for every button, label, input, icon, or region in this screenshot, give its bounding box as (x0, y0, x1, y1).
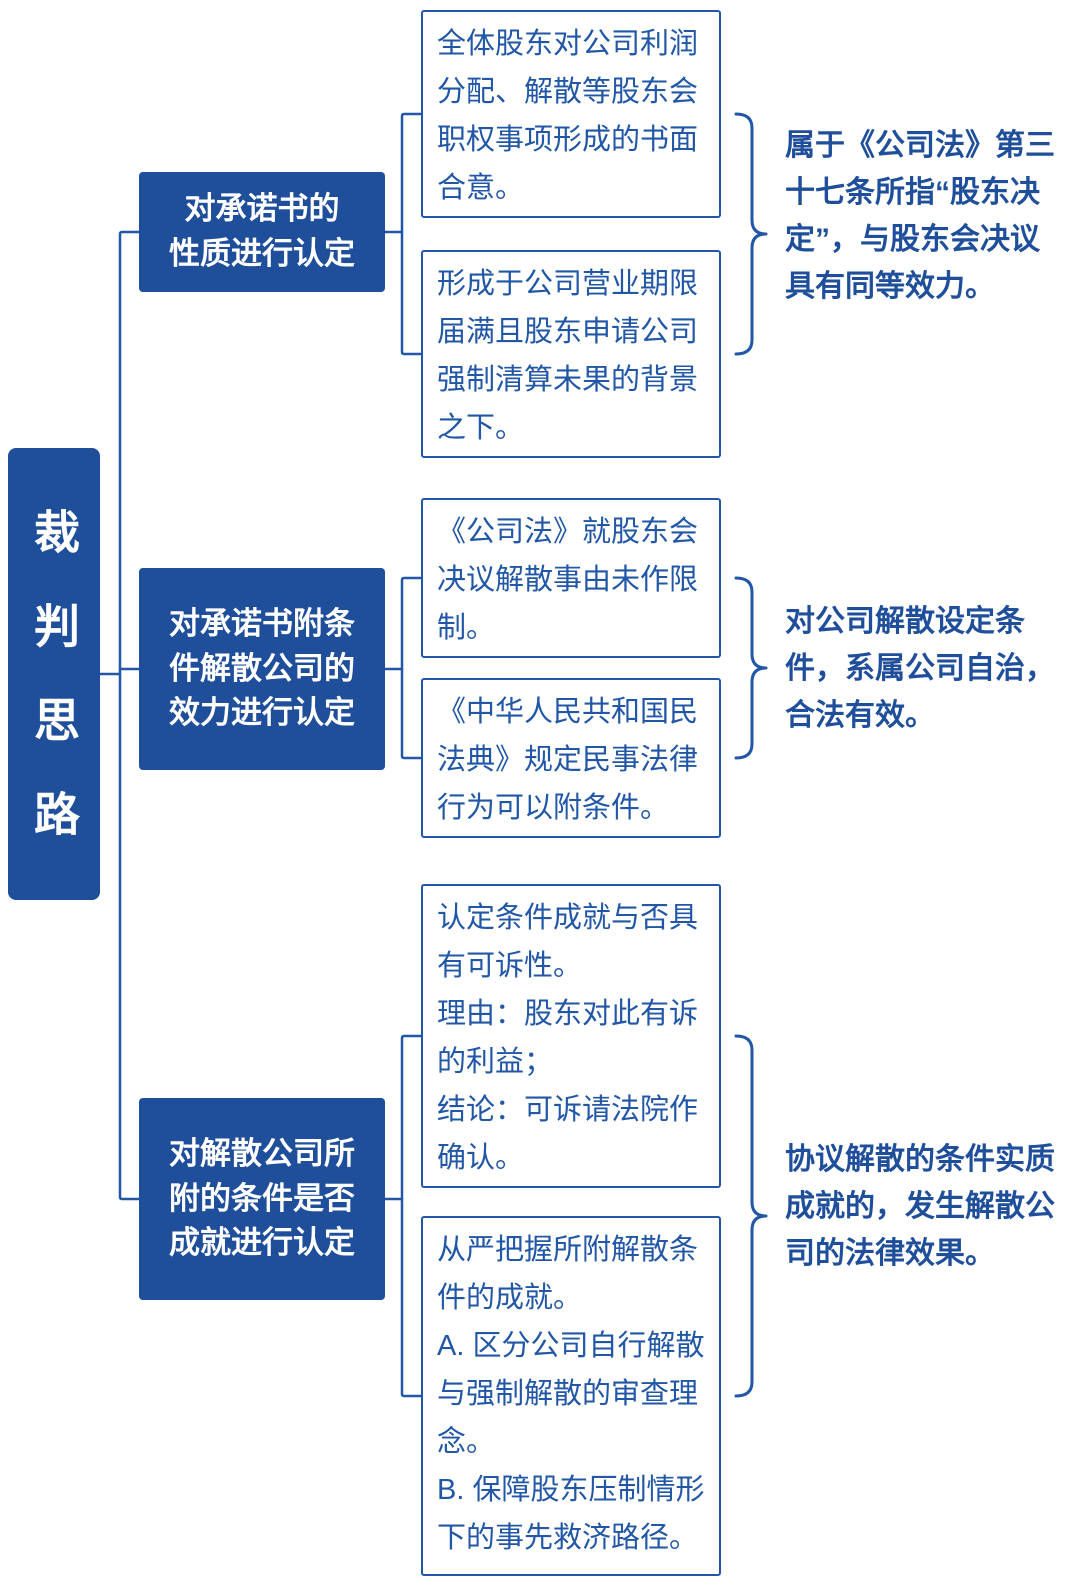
branch-3-fan (400, 1034, 423, 1398)
branch-node-2: 对承诺书附条 件解散公司的 效力进行认定 (139, 568, 385, 770)
brace-icon-2 (734, 576, 768, 760)
leaf-node-2-1: 《公司法》就股东会 决议解散事由未作限 制。 (421, 498, 721, 658)
conclusion-text-1: 属于《公司法》第三 十七条所指“股东决 定”，与股东会决议 具有同等效力。 (785, 129, 1055, 303)
leaf-node-1-2: 形成于公司营业期限 届满且股东申请公司 强制清算未果的背景 之下。 (421, 250, 721, 458)
root-node: 裁判思路 (8, 448, 100, 900)
branch-node-1: 对承诺书的 性质进行认定 (139, 172, 385, 292)
leaf-node-3-2: 从严把握所附解散条 件的成就。 A. 区分公司自行解散 与强制解散的审查理 念。… (421, 1216, 721, 1576)
brace-icon-3 (734, 1034, 768, 1398)
conclusion-text-3: 协议解散的条件实质 成就的，发生解散公 司的法律效果。 (785, 1143, 1055, 1270)
leaf-node-1-1: 全体股东对公司利润 分配、解散等股东会 职权事项形成的书面 合意。 (421, 10, 721, 218)
branch-node-3: 对解散公司所 附的条件是否 成就进行认定 (139, 1098, 385, 1300)
trunk-connector (118, 230, 141, 1201)
brace-icon-1 (734, 112, 768, 356)
branch-2-fan (400, 576, 423, 760)
leaf-node-2-2: 《中华人民共和国民 法典》规定民事法律 行为可以附条件。 (421, 678, 721, 838)
branch-1-fan (400, 112, 423, 356)
leaf-node-3-1: 认定条件成就与否具 有可诉性。 理由：股东对此有诉 的利益； 结论：可诉请法院作… (421, 884, 721, 1188)
conclusion-text-2: 对公司解散设定条 件，系属公司自治， 合法有效。 (785, 605, 1055, 732)
